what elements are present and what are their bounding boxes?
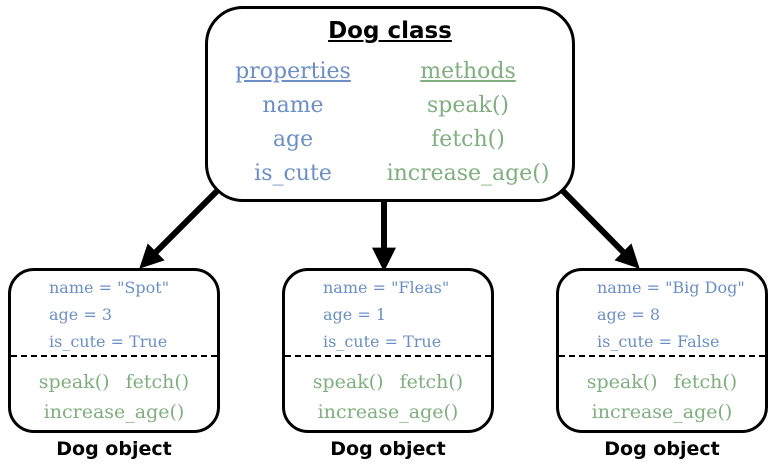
properties-header: properties	[235, 59, 351, 84]
object-methods: speak() fetch() increase_age()	[559, 367, 765, 427]
object-methods: speak() fetch() increase_age()	[285, 367, 491, 427]
object-method: speak()	[586, 371, 658, 393]
object-method: fetch()	[125, 371, 190, 393]
class-property: name	[262, 93, 324, 118]
class-property: age	[272, 127, 314, 152]
class-methods-column: methods speak() fetch() increase_age()	[373, 55, 563, 191]
object-property: name = "Big Dog"	[597, 278, 745, 297]
object-property: is_cute = False	[597, 332, 720, 351]
object-label: Dog object	[604, 438, 720, 460]
object-properties: name = "Fleas" age = 1 is_cute = True	[323, 274, 449, 355]
object-properties: name = "Spot" age = 3 is_cute = True	[49, 274, 169, 355]
object-method: increase_age()	[317, 401, 459, 423]
object-property: name = "Spot"	[49, 278, 170, 297]
object-property: is_cute = True	[49, 332, 168, 351]
object-method: increase_age()	[591, 401, 733, 423]
methods-header: methods	[420, 59, 516, 84]
dashed-divider	[559, 355, 765, 357]
arrow-to-object-1	[139, 185, 223, 269]
object-methods: speak() fetch() increase_age()	[11, 367, 217, 427]
object-method: increase_age()	[43, 401, 185, 423]
arrow-to-object-3	[557, 185, 640, 269]
object-method: speak()	[38, 371, 110, 393]
class-property: is_cute	[254, 161, 332, 186]
dog-object-box-1: name = "Spot" age = 3 is_cute = True spe…	[8, 268, 220, 433]
object-label: Dog object	[330, 438, 446, 460]
dog-object-box-2: name = "Fleas" age = 1 is_cute = True sp…	[282, 268, 494, 433]
object-method: fetch()	[399, 371, 464, 393]
object-method: fetch()	[673, 371, 738, 393]
object-property: age = 3	[49, 305, 113, 324]
object-property: age = 1	[323, 305, 387, 324]
dog-object-box-3: name = "Big Dog" age = 8 is_cute = False…	[556, 268, 768, 433]
object-property: is_cute = True	[323, 332, 442, 351]
class-title: Dog class	[328, 18, 452, 44]
object-method: speak()	[312, 371, 384, 393]
dashed-divider	[11, 355, 217, 357]
object-property: age = 8	[597, 305, 661, 324]
dashed-divider	[285, 355, 491, 357]
dog-class-box: Dog class properties name age is_cute me…	[205, 6, 575, 202]
object-property: name = "Fleas"	[323, 278, 450, 297]
class-method: fetch()	[431, 127, 505, 152]
class-properties-column: properties name age is_cute	[218, 55, 368, 191]
object-properties: name = "Big Dog" age = 8 is_cute = False	[597, 274, 745, 355]
class-method: speak()	[426, 93, 509, 118]
object-label: Dog object	[56, 438, 172, 460]
class-method: increase_age()	[386, 161, 550, 186]
